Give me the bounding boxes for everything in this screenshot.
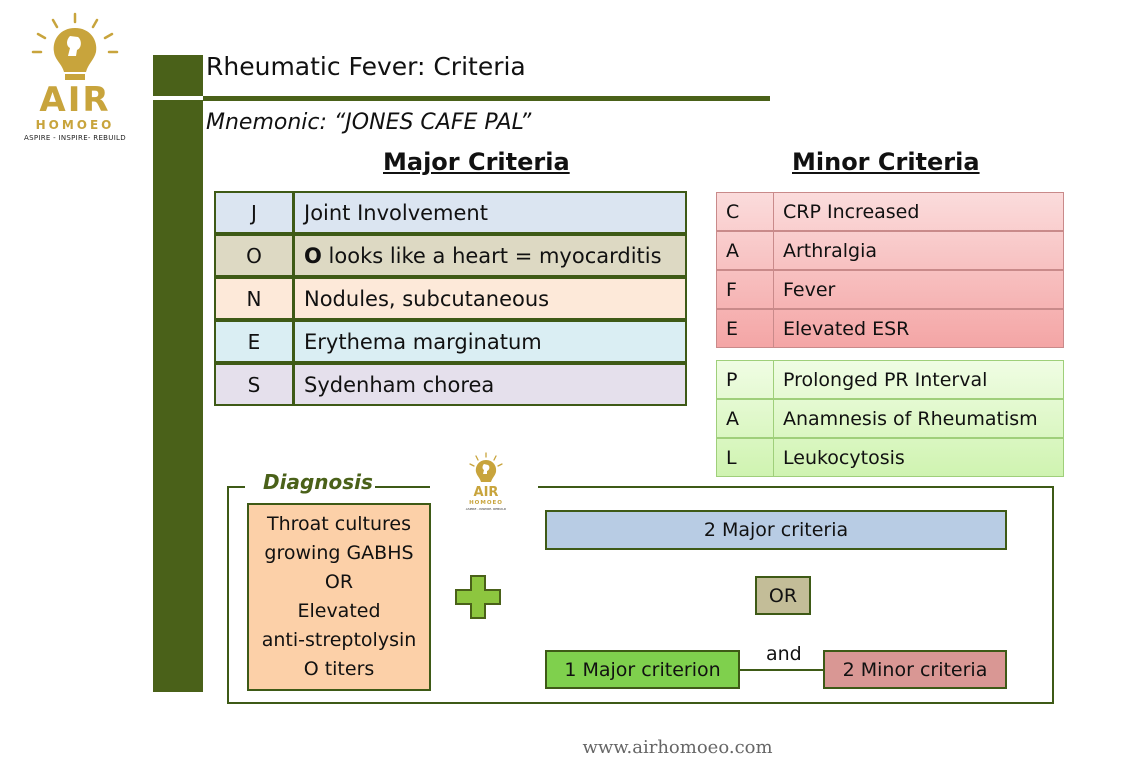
minor-row-p: P Prolonged PR Interval xyxy=(716,360,1064,399)
major-criteria-heading: Major Criteria xyxy=(383,148,570,176)
minor-text: Fever xyxy=(783,278,836,301)
major-text-bold: O xyxy=(304,243,322,268)
small-lightbulb-icon: AIR HOMOEO ASPIRE - INSPIRE- REBUILD xyxy=(466,452,507,511)
minor-letter: P xyxy=(717,361,774,398)
svg-text:ASPIRE - INSPIRE- REBUILD: ASPIRE - INSPIRE- REBUILD xyxy=(466,507,507,511)
logo-tagline: ASPIRE - INSPIRE- REBUILD xyxy=(24,134,126,142)
or-box: OR xyxy=(755,576,811,615)
website-footer: www.airhomoeo.com xyxy=(0,737,1135,758)
minor-text: CRP Increased xyxy=(783,200,920,223)
diagnosis-label-line xyxy=(375,486,430,488)
minor-text: Prolonged PR Interval xyxy=(783,368,988,391)
diagnosis-label: Diagnosis xyxy=(263,470,373,494)
minor-text: Arthralgia xyxy=(783,239,878,262)
major-row-e: E Erythema marginatum xyxy=(214,320,687,363)
minor-letter: L xyxy=(717,439,774,476)
minor-letter: E xyxy=(717,310,774,347)
left-accent-bar xyxy=(153,100,203,692)
svg-text:AIR: AIR xyxy=(474,485,499,500)
two-minor-criteria-box: 2 Minor criteria xyxy=(823,650,1007,689)
major-text: Erythema marginatum xyxy=(304,329,542,354)
major-text: Joint Involvement xyxy=(304,200,488,225)
minor-criteria-heading: Minor Criteria xyxy=(792,148,980,176)
major-criteria-table: J Joint Involvement O O looks like a hea… xyxy=(214,191,687,407)
minor-row-l: L Leukocytosis xyxy=(716,438,1064,477)
major-row-j: J Joint Involvement xyxy=(214,191,687,234)
small-air-homoeo-logo: AIR HOMOEO ASPIRE - INSPIRE- REBUILD xyxy=(458,452,514,512)
major-letter: E xyxy=(216,322,295,361)
throat-line: Elevated xyxy=(297,600,381,622)
major-letter: J xyxy=(216,193,295,232)
major-row-n: N Nodules, subcutaneous xyxy=(214,277,687,320)
website-url: www.airhomoeo.com xyxy=(582,737,773,758)
minor-letter: A xyxy=(717,400,774,437)
logo-brand-text: AIR xyxy=(39,80,111,120)
minor-criteria-group-cafe: C CRP Increased A Arthralgia F Fever E E… xyxy=(716,192,1064,348)
minor-text: Leukocytosis xyxy=(783,446,905,469)
minor-letter: C xyxy=(717,193,774,230)
mnemonic-text: Mnemonic: “JONES CAFE PAL” xyxy=(206,110,532,135)
plus-icon xyxy=(455,575,501,619)
major-letter: S xyxy=(216,365,295,404)
minor-row-a2: A Anamnesis of Rheumatism xyxy=(716,399,1064,438)
diagnosis-box xyxy=(227,486,1054,704)
throat-line: growing GABHS xyxy=(264,542,414,564)
throat-line: OR xyxy=(324,571,354,593)
svg-text:HOMOEO: HOMOEO xyxy=(469,500,503,506)
minor-row-a: A Arthralgia xyxy=(716,231,1064,270)
major-text-rest: looks like a heart = myocarditis xyxy=(321,243,662,268)
minor-criteria-group-pal: P Prolonged PR Interval A Anamnesis of R… xyxy=(716,360,1064,477)
page-title: Rheumatic Fever: Criteria xyxy=(206,52,526,81)
throat-culture-box: Throat cultures growing GABHS OR Elevate… xyxy=(247,503,431,691)
major-letter: O xyxy=(216,236,295,275)
one-major-criterion-box: 1 Major criterion xyxy=(545,650,740,689)
air-homoeo-logo: AIR HOMOEO ASPIRE - INSPIRE- REBUILD xyxy=(20,12,130,144)
throat-line: O titers xyxy=(303,658,375,680)
diagnosis-logo-gap xyxy=(430,480,538,492)
title-accent-bar xyxy=(153,55,203,96)
minor-row-f: F Fever xyxy=(716,270,1064,309)
lightbulb-head-icon xyxy=(31,12,119,80)
minor-letter: A xyxy=(717,232,774,269)
major-text: Sydenham chorea xyxy=(304,372,495,397)
minor-letter: F xyxy=(717,271,774,308)
two-major-criteria-box: 2 Major criteria xyxy=(545,510,1007,550)
major-row-s: S Sydenham chorea xyxy=(214,363,687,406)
minor-text: Anamnesis of Rheumatism xyxy=(783,407,1038,430)
throat-line: Throat cultures xyxy=(266,513,412,535)
title-underline xyxy=(203,96,770,101)
and-label: and xyxy=(766,643,802,665)
major-row-o: O O looks like a heart = myocarditis xyxy=(214,234,687,277)
minor-text: Elevated ESR xyxy=(783,317,910,340)
minor-row-c: C CRP Increased xyxy=(716,192,1064,231)
minor-row-e: E Elevated ESR xyxy=(716,309,1064,348)
major-letter: N xyxy=(216,279,295,318)
diagnosis-label-gap xyxy=(245,480,385,492)
logo-sub-text: HOMOEO xyxy=(35,118,115,132)
throat-line: anti-streptolysin xyxy=(261,629,417,651)
and-connector-line xyxy=(740,669,823,671)
major-text: Nodules, subcutaneous xyxy=(304,286,550,311)
major-text: O looks like a heart = myocarditis xyxy=(295,236,685,275)
